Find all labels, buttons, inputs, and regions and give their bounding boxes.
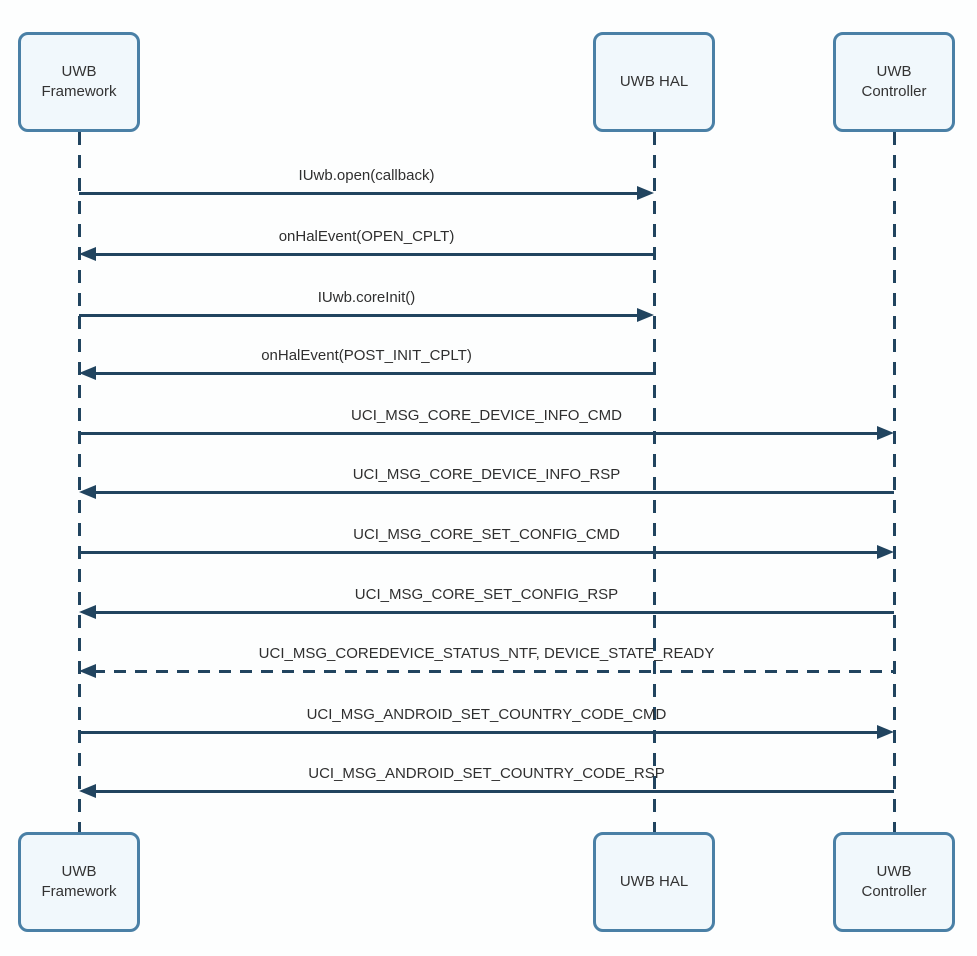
actor-label: UWB Framework	[41, 863, 117, 900]
arrowhead-icon	[79, 664, 96, 678]
lifeline-uwb-framework	[77, 132, 81, 832]
arrowhead-icon	[877, 426, 894, 440]
arrowhead-icon	[637, 186, 654, 200]
actor-label: UWB Framework	[41, 63, 117, 100]
message-label: IUwb.open(callback)	[298, 167, 435, 184]
message-label: UCI_MSG_COREDEVICE_STATUS_NTF, DEVICE_ST…	[258, 645, 715, 662]
arrowhead-icon	[79, 366, 96, 380]
message-line	[93, 372, 654, 375]
message-line	[79, 314, 640, 317]
message-line	[93, 253, 654, 256]
message-label: UCI_MSG_CORE_DEVICE_INFO_RSP	[352, 466, 621, 483]
message-line	[79, 551, 880, 554]
message-line	[79, 192, 640, 195]
message-line	[93, 611, 894, 614]
message-label: UCI_MSG_ANDROID_SET_COUNTRY_CODE_RSP	[308, 765, 665, 782]
arrowhead-icon	[877, 545, 894, 559]
actor-box-uwb-hal-bottom: UWB HAL	[593, 832, 715, 932]
message-line	[93, 670, 894, 673]
lifeline-uwb-controller	[892, 132, 896, 832]
arrowhead-icon	[877, 725, 894, 739]
lifeline-uwb-hal	[652, 132, 656, 832]
actor-label: UWB HAL	[619, 73, 689, 90]
message-line	[79, 432, 880, 435]
arrowhead-icon	[79, 605, 96, 619]
message-label: UCI_MSG_CORE_SET_CONFIG_RSP	[354, 586, 619, 603]
actor-box-uwb-controller-top: UWB Controller	[833, 32, 955, 132]
message-label: onHalEvent(OPEN_CPLT)	[278, 228, 455, 245]
message-line	[79, 731, 880, 734]
message-label: UCI_MSG_CORE_SET_CONFIG_CMD	[353, 526, 620, 543]
actor-box-uwb-hal-top: UWB HAL	[593, 32, 715, 132]
message-label: UCI_MSG_CORE_DEVICE_INFO_CMD	[351, 407, 622, 424]
message-label: IUwb.coreInit()	[317, 289, 416, 306]
actor-label: UWB Controller	[861, 863, 927, 900]
actor-box-uwb-controller-bottom: UWB Controller	[833, 832, 955, 932]
message-line	[93, 491, 894, 494]
arrowhead-icon	[79, 784, 96, 798]
message-label: UCI_MSG_ANDROID_SET_COUNTRY_CODE_CMD	[306, 706, 667, 723]
arrowhead-icon	[637, 308, 654, 322]
actor-box-uwb-framework-top: UWB Framework	[18, 32, 140, 132]
actor-label: UWB HAL	[619, 873, 689, 890]
arrowhead-icon	[79, 247, 96, 261]
message-label: onHalEvent(POST_INIT_CPLT)	[261, 347, 472, 364]
actor-box-uwb-framework-bottom: UWB Framework	[18, 832, 140, 932]
arrowhead-icon	[79, 485, 96, 499]
message-line	[93, 790, 894, 793]
actor-label: UWB Controller	[861, 63, 927, 100]
